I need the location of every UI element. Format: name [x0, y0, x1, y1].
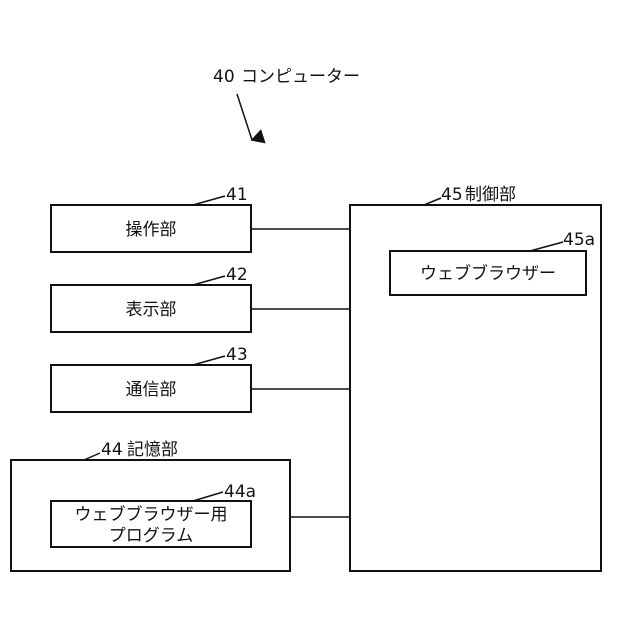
storage-label: 記憶部	[127, 440, 178, 460]
storage-ref-leader	[84, 453, 100, 460]
communication-ref-leader	[193, 356, 225, 365]
computer-label: コンピューター	[241, 67, 360, 87]
browser-program-line2: プログラム	[109, 526, 194, 546]
browser-program-ref: 44a	[224, 482, 256, 502]
computer-ref: 40	[213, 67, 235, 87]
display-ref-leader	[193, 276, 225, 285]
browser-program-line1: ウェブブラウザー用	[75, 504, 228, 525]
operation-ref: 41	[226, 185, 248, 205]
storage-ref: 44	[101, 440, 123, 460]
controller-ref: 45	[441, 185, 463, 205]
web-browser-ref: 45a	[563, 230, 595, 250]
display-ref: 42	[226, 265, 248, 285]
communication-unit-label: 通信部	[126, 380, 177, 400]
operation-ref-leader	[193, 196, 225, 205]
display-unit-label: 表示部	[126, 300, 177, 320]
communication-ref: 43	[226, 345, 248, 365]
computer-arrow	[237, 94, 252, 140]
controller-label: 制御部	[465, 185, 516, 205]
controller-ref-leader	[424, 198, 441, 205]
operation-unit-label: 操作部	[126, 220, 177, 240]
web-browser-label: ウェブブラウザー	[420, 263, 556, 284]
